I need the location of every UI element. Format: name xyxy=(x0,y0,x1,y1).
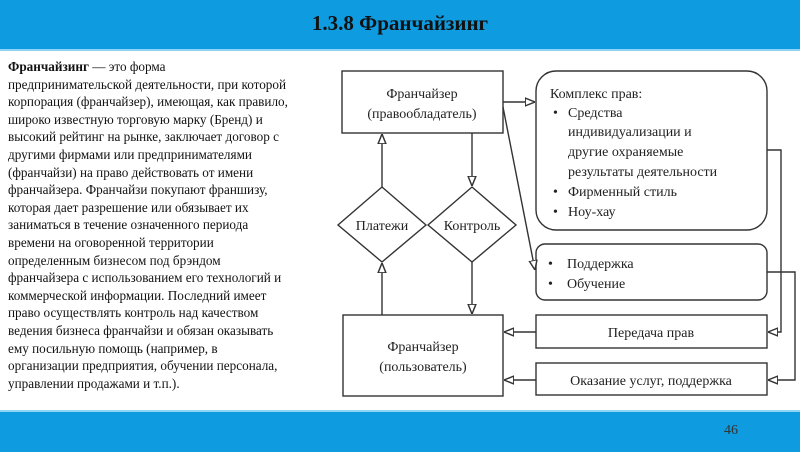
bullet: • xyxy=(548,257,553,272)
slide-footer: 46 xyxy=(0,410,800,452)
definition-text: Франчайзинг — это форма предпринимательс… xyxy=(8,58,333,392)
rights-item-2: Фирменный стиль xyxy=(568,185,677,200)
services-box xyxy=(535,362,768,396)
definition-line: определенным бизнесом под брэндом xyxy=(8,252,221,268)
definition-line: широко известную торговую марку (Бренд) … xyxy=(8,111,263,127)
slide-title: 1.3.8 Франчайзинг xyxy=(311,11,489,35)
arrow-franchisor-to-support xyxy=(502,106,535,270)
definition-line: ему посильную помощь (например, в xyxy=(8,340,218,356)
payments-label: Платежи xyxy=(356,219,409,234)
services-label: Оказание услуг, поддержка xyxy=(570,374,733,389)
definition-line: франчайзера с использованием его техноло… xyxy=(8,270,282,286)
rights-item-1-line-2: индивидуализации и xyxy=(568,125,692,140)
slide-header: 1.3.8 Франчайзинг xyxy=(0,0,800,51)
bullet: • xyxy=(553,185,558,200)
support-item-1: Поддержка xyxy=(567,257,634,272)
rights-item-1-line-3: другие охраняемые xyxy=(568,145,683,160)
franchisor-box xyxy=(341,70,504,134)
definition-line: ведения бизнеса франчайзи и обязан оказы… xyxy=(8,322,274,338)
definition-line: право осуществлять контроль над качество… xyxy=(8,305,259,321)
payments-diamond xyxy=(336,186,428,263)
rights-transfer-label: Передача прав xyxy=(608,326,695,341)
franchisee-label-2: (пользователь) xyxy=(379,360,467,375)
definition-line: высокий рейтинг на рынке, заключает дого… xyxy=(8,129,279,145)
bullet: • xyxy=(553,106,558,121)
definition-line: другими фирмами или предпринимателями xyxy=(8,146,252,162)
bullet: • xyxy=(548,277,553,292)
support-item-2: Обучение xyxy=(567,277,625,292)
definition-line: корпорация (франчайзер), имеющая, как пр… xyxy=(8,94,288,110)
definition-line: организации предприятия, обучении персон… xyxy=(8,358,278,374)
franchisee-label-1: Франчайзер xyxy=(387,340,458,355)
definition-term: Франчайзинг xyxy=(8,59,89,74)
definition-line: времени на оговоренной территории xyxy=(8,234,214,250)
definition-line: заниматься в течение означенного периода xyxy=(8,217,249,233)
page-number: 46 xyxy=(724,423,738,438)
rights-item-3: Ноу-хау xyxy=(568,205,616,220)
rights-item-1-line-4: результаты деятельности xyxy=(568,165,718,180)
definition-line: которая дает разрешение или обязывает их xyxy=(8,199,249,215)
connector-support-to-services xyxy=(767,271,796,380)
franchisor-label-1: Франчайзер xyxy=(386,87,457,102)
control-label: Контроль xyxy=(444,219,501,234)
definition-line: франчайзера. Франчайзи покупают франшизу… xyxy=(8,182,268,198)
rights-heading: Комплекс прав: xyxy=(550,87,642,102)
definition-line: (франчайзи) на право действовать от имен… xyxy=(8,164,254,180)
bullet: • xyxy=(553,205,558,220)
franchisor-label-2: (правообладатель) xyxy=(367,107,477,122)
definition-line: Франчайзинг — это форма xyxy=(8,58,333,76)
definition-line: коммерческой информации. Последний имеет xyxy=(8,287,267,303)
definition-line: управлении продажами и т.п.). xyxy=(8,375,180,391)
franchisee-box xyxy=(342,314,504,397)
connector-rights-to-transfer xyxy=(767,149,782,332)
definition-line-rest: — это форма xyxy=(88,59,166,74)
definition-line: предпринимательской деятельности, при ко… xyxy=(8,76,287,92)
rights-item-1-line-1: Средства xyxy=(568,106,623,121)
